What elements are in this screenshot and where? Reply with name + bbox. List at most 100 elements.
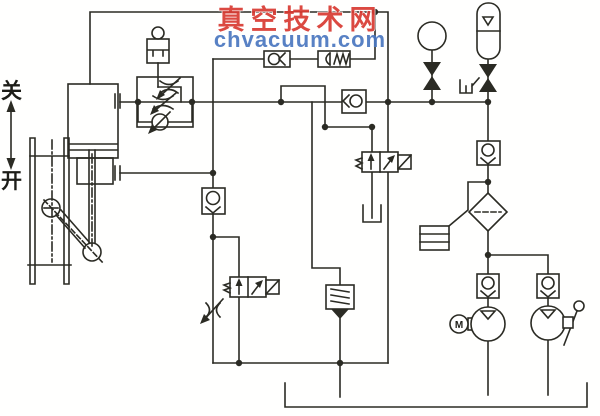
- watermark-cn: 真空技术网: [218, 4, 383, 35]
- lift-cylinder: [67, 83, 121, 247]
- arrow-up-icon: [6, 100, 16, 112]
- check-valve-top: [263, 50, 291, 68]
- solenoid2-branch: [212, 236, 240, 364]
- oil-tank: [284, 382, 588, 408]
- spring-icon: [330, 288, 350, 305]
- pilot-cyl-piston: [147, 49, 169, 57]
- pilot-line: [280, 85, 373, 128]
- supply-check-valve: [476, 140, 501, 166]
- pump-flow-icon: [539, 309, 557, 320]
- port-lower-icon: [114, 165, 121, 181]
- spring-icon: [353, 156, 364, 171]
- bypass-line: [137, 101, 193, 123]
- spring-icon: [221, 281, 233, 295]
- throttle1-arrowhead: [156, 90, 165, 100]
- hand-pump-check-valve: [536, 273, 560, 299]
- check-seat-icon: [277, 51, 287, 67]
- flow-arrowhead-2: [387, 155, 395, 163]
- spring-icon: [333, 51, 350, 67]
- shutoff-upper-icon: [423, 62, 441, 76]
- check-ball-icon: [349, 94, 363, 108]
- watermark: 真空技术网 chvacuum.com: [214, 3, 386, 52]
- bypass-arrowhead: [148, 124, 157, 134]
- frame-wall-right: [63, 137, 70, 285]
- open-label: 开: [1, 170, 22, 193]
- check-ball-icon: [481, 276, 495, 290]
- pump-flow-icon: [479, 310, 497, 321]
- tank-outline: [284, 382, 588, 408]
- motor-pump-check-valve: [476, 273, 500, 299]
- check-ball-icon: [205, 190, 221, 206]
- filter: [467, 191, 509, 233]
- pressure-gauge-icon: [417, 21, 447, 51]
- ring-icon: [151, 26, 165, 40]
- check-seat-icon: [341, 93, 351, 109]
- close-open-indicator: [6, 100, 16, 170]
- relief-valve: [325, 284, 355, 319]
- link-arm: [54, 208, 92, 250]
- motor-label: M: [455, 320, 463, 331]
- speed-control-block: [136, 76, 194, 134]
- check-ball-icon: [541, 276, 555, 290]
- pivot-upper: [41, 198, 61, 218]
- check-seat-icon: [204, 205, 222, 215]
- frame-rails: [27, 155, 72, 266]
- solenoid-valve-1: [353, 151, 413, 223]
- check-seat-icon: [539, 289, 557, 299]
- switch-box: [419, 225, 450, 251]
- relief-feed-drain: [311, 101, 341, 398]
- check-seat-icon: [479, 156, 497, 166]
- drain-funnel-icon: [362, 204, 382, 223]
- seat-icon: [325, 51, 332, 67]
- frame-wall-left: [29, 137, 36, 285]
- relief-cone-icon: [331, 309, 349, 319]
- link-centerline: [42, 198, 106, 266]
- solenoid-valve-2: [221, 276, 281, 298]
- return-line: [89, 11, 389, 364]
- solenoid-diagonal: [264, 278, 281, 296]
- throttle-arrowhead: [200, 314, 210, 324]
- lever-knob-icon: [573, 300, 585, 312]
- pump-circle: [470, 306, 506, 342]
- accumulator-group: [476, 2, 501, 92]
- hand-pump: [530, 300, 585, 347]
- cylinder-body: [67, 83, 119, 159]
- throttle1-line: [157, 86, 182, 103]
- pressure-switch-branch: [447, 181, 489, 228]
- pump-circle: [530, 305, 566, 341]
- vent-port: [459, 76, 481, 94]
- bypass-check-icon: [151, 113, 169, 131]
- motor-circle: [449, 314, 469, 334]
- flow-arrowhead-2: [255, 280, 263, 288]
- port-upper-icon: [114, 93, 121, 109]
- check-seat-icon: [479, 289, 497, 299]
- arrow-down-icon: [6, 158, 16, 170]
- flow-arrowhead: [367, 153, 375, 161]
- shutoff-lower-icon: [423, 76, 441, 90]
- switch-contacts: [419, 233, 450, 243]
- lever-pivot: [562, 316, 574, 329]
- flow-arrowhead: [235, 278, 243, 286]
- pilot-operated-check-valve: [201, 187, 226, 215]
- throttle-valve: [200, 297, 225, 324]
- shutoff-upper-icon: [479, 64, 497, 78]
- shutoff-lower-icon: [479, 78, 497, 92]
- pressure-switch: [419, 225, 450, 251]
- spring-check-outlet-line: [349, 11, 376, 60]
- check-ball-icon: [481, 143, 495, 157]
- motor-pump: M: [449, 306, 506, 342]
- junction-dots: [134, 8, 492, 367]
- solenoid-diagonal: [396, 153, 413, 171]
- pilot-indicator-cylinder: [146, 26, 170, 88]
- gas-symbol-icon: [481, 16, 495, 27]
- spring-loaded-check-valve: [317, 50, 351, 68]
- watermark-en: chvacuum.com: [214, 27, 386, 52]
- gate-valve-frame: [27, 137, 106, 285]
- pilot-cyl-body: [146, 38, 170, 64]
- pressure-gauge-group: [417, 21, 447, 90]
- rod-gland: [76, 157, 114, 185]
- piston-rod: [88, 149, 96, 244]
- close-label: 关: [1, 79, 22, 103]
